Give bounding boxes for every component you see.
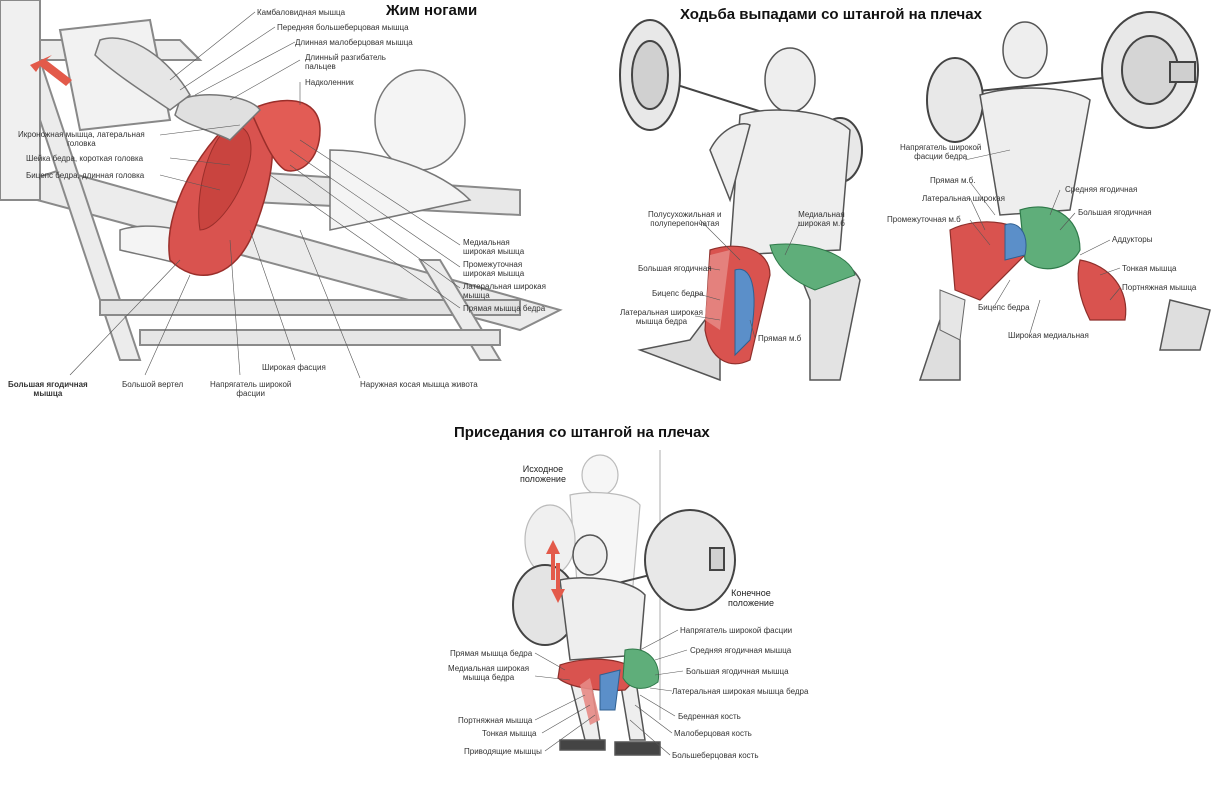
lunges-illustration: [619, 11, 1211, 382]
lunges-r-label-adductors: Аддукторы: [1112, 235, 1153, 244]
lunges-label-biceps: Бицепс бедра: [652, 289, 704, 298]
lunges-panel: Ходьба выпадами со штангой на плечах: [610, 0, 1217, 400]
squat-label-sartorius: Портняжная мышца: [458, 716, 533, 725]
legpress-illustration: [0, 0, 563, 379]
legpress-panel: Жим ногами: [0, 0, 563, 400]
squat-illustration: [512, 450, 736, 756]
legpress-label-oblique: Наружная косая мышца живота: [360, 380, 478, 389]
squat-label-tensor: Напрягатель широкой фасции: [680, 626, 793, 635]
up-arrow: [546, 540, 560, 580]
legpress-label-tibialis: Передняя большеберцовая мышца: [277, 23, 409, 32]
legpress-label-vastus-lateralis: Латеральная широкая мышца: [463, 282, 546, 300]
squat-label-tibia: Большеберцовая кость: [672, 751, 759, 760]
lunges-r-label-gracilis: Тонкая мышца: [1122, 264, 1177, 273]
legpress-title: Жим ногами: [386, 2, 478, 19]
squat-label-gracilis: Тонкая мышца: [482, 729, 537, 738]
squat-label-vastus-medialis: Медиальная широкая мышца бедра: [448, 664, 530, 682]
legpress-label-patella: Надколенник: [305, 78, 354, 87]
legpress-label-tensor: Напрягатель широкой фасции: [210, 380, 292, 398]
squat-label-rectus: Прямая мышца бедра: [450, 649, 533, 658]
down-arrow: [551, 563, 565, 603]
lunges-r-label-vastus-lateralis: Латеральная широкая: [922, 194, 1005, 203]
legpress-label-long-head: Бицепс бедра, длинная головка: [26, 171, 145, 180]
lunges-r-label-rectus: Прямая м.б.: [930, 176, 976, 185]
squat-start-label: Исходное положение: [520, 464, 566, 484]
legpress-label-soleus: Камбаловидная мышца: [257, 8, 346, 17]
legpress-label-gluteus: Большая ягодичная мышца: [8, 380, 88, 398]
lunges-r-label-tensor: Напрягатель широкой фасции бедра: [900, 143, 982, 161]
legpress-label-fascia-lata: Широкая фасция: [262, 363, 326, 372]
lunges-r-label-gluteus-maximus: Большая ягодичная: [1078, 208, 1152, 217]
lunges-r-label-vastus-medialis: Широкая медиальная: [1008, 331, 1089, 340]
direction-arrow: [30, 55, 72, 86]
lunges-label-semitendinosus: Полусухожильная и полуперепончатая: [648, 210, 722, 228]
lunges-r-label-sartorius: Портняжная мышца: [1122, 283, 1197, 292]
squat-end-label: Конечное положение: [728, 588, 774, 608]
lunges-label-gluteus: Большая ягодичная: [638, 264, 712, 273]
squat-title: Приседания со штангой на плечах: [454, 424, 710, 441]
squat-label-fibula: Малоберцовая кость: [674, 729, 752, 738]
squat-label-femur: Бедренная кость: [678, 712, 741, 721]
legpress-label-vastus-intermedius: Промежуточная широкая мышца: [463, 260, 525, 278]
lunges-r-label-biceps: Бицепс бедра: [978, 303, 1030, 312]
lunges-r-label-intermedius: Промежуточная м.б: [887, 215, 961, 224]
squat-label-adductors: Приводящие мышцы: [464, 747, 542, 756]
legpress-label-peroneus: Длинная малоберцовая мышца: [295, 38, 413, 47]
legpress-label-trochanter: Большой вертел: [122, 380, 184, 389]
lunges-r-label-gluteus-medius: Средняя ягодичная: [1065, 185, 1138, 194]
squat-label-gluteus-maximus: Большая ягодичная мышца: [686, 667, 789, 676]
squat-panel: Приседания со штангой на плечах: [440, 420, 820, 785]
legpress-label-vastus-medialis: Медиальная широкая мышца: [463, 238, 525, 256]
legpress-label-short-head: Шейка бедра, короткая головка: [26, 154, 144, 163]
lunges-title: Ходьба выпадами со штангой на плечах: [680, 6, 982, 23]
lunges-label-rectus: Прямая м.б: [758, 334, 802, 343]
legpress-label-extensor: Длинный разгибатель пальцев: [305, 53, 386, 71]
lunges-label-vastus-lateralis: Латеральная широкая мышца бедра: [620, 308, 703, 326]
squat-label-gluteus-medius: Средняя ягодичная мышца: [690, 646, 792, 655]
squat-label-vastus-lateralis: Латеральная широкая мышца бедра: [672, 687, 809, 696]
legpress-label-rectus-femoris: Прямая мышца бедра: [463, 304, 546, 313]
legpress-label-gastrocnemius: Икроножная мышца, латеральная головка: [18, 130, 145, 148]
lunges-label-vastus-medialis: Медиальная широкая м.б: [798, 210, 845, 228]
